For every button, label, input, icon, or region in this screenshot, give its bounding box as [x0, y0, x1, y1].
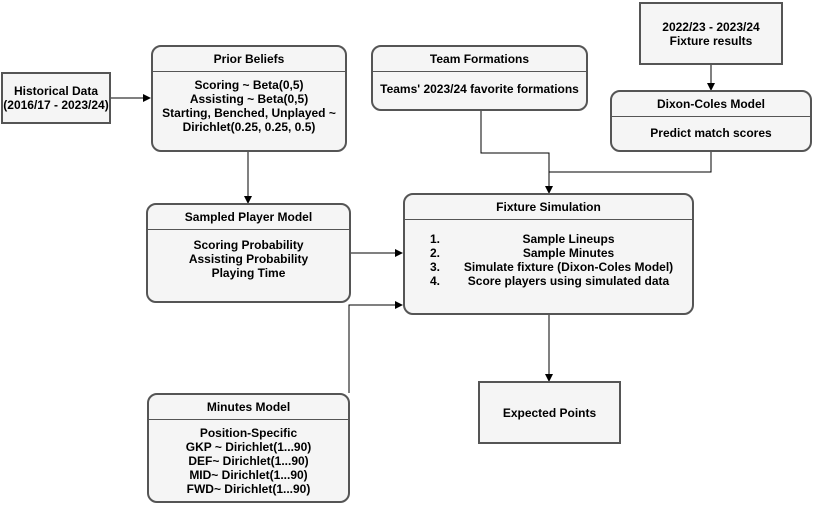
minutes-model-line: Position-Specific	[199, 426, 298, 440]
simulation-step-text: Sample Minutes	[522, 246, 615, 260]
simulation-step-text: Simulate fixture (Dixon-Coles Model)	[463, 260, 674, 274]
simulation-step: 1. Sample Lineups	[405, 232, 692, 246]
fixture-results-line1: 2022/23 - 2023/24	[662, 19, 760, 34]
arrow-minutes-to-simulation	[348, 301, 403, 393]
simulation-step-number: 4.	[430, 274, 441, 288]
simulation-step-number: 3.	[430, 260, 441, 274]
prior-beliefs-title: Prior Beliefs	[153, 47, 345, 72]
sampled-player-line: Assisting Probability	[188, 252, 309, 266]
minutes-model-line: DEF~ Dirichlet(1...90)	[188, 454, 309, 468]
team-formations-title: Team Formations	[373, 47, 586, 72]
dixon-coles-body: Predict match scores	[650, 126, 772, 140]
prior-beliefs-line: Assisting ~ Beta(0,5)	[189, 92, 309, 106]
minutes-model-line: GKP ~ Dirichlet(1...90)	[185, 440, 312, 454]
arrow-formations-to-simulation	[480, 111, 553, 194]
simulation-step-number: 2.	[430, 246, 441, 260]
team-formations-body: Teams' 2023/24 favorite formations	[380, 82, 579, 96]
minutes-model-box: Minutes Model Position-Specific GKP ~ Di…	[147, 393, 350, 503]
historical-data-line1: Historical Data	[13, 84, 99, 98]
simulation-step-text: Score players using simulated data	[467, 274, 670, 288]
prior-beliefs-box: Prior Beliefs Scoring ~ Beta(0,5) Assist…	[151, 45, 347, 152]
minutes-model-line: FWD~ Dirichlet(1...90)	[186, 482, 311, 496]
prior-beliefs-line: Dirichlet(0.25, 0.25, 0.5)	[182, 120, 316, 134]
simulation-step: 2. Sample Minutes	[405, 246, 692, 260]
minutes-model-title: Minutes Model	[149, 395, 348, 420]
sampled-player-title: Sampled Player Model	[148, 205, 349, 230]
dixon-coles-model-box: Dixon-Coles Model Predict match scores	[610, 90, 812, 152]
sampled-player-line: Playing Time	[211, 266, 286, 280]
dixon-coles-title: Dixon-Coles Model	[612, 92, 810, 117]
fixture-results-line2: Fixture results	[669, 33, 753, 48]
simulation-step: 3. Simulate fixture (Dixon-Coles Model)	[405, 260, 692, 274]
prior-beliefs-line: Scoring ~ Beta(0,5)	[194, 78, 304, 92]
expected-points-label: Expected Points	[502, 405, 597, 420]
historical-data-line2: (2016/17 - 2023/24)	[3, 98, 109, 112]
sampled-player-line: Scoring Probability	[193, 238, 304, 252]
simulation-step: 4. Score players using simulated data	[405, 274, 692, 288]
fixture-simulation-box: Fixture Simulation 1. Sample Lineups 2. …	[403, 193, 694, 315]
historical-data-box: Historical Data (2016/17 - 2023/24)	[1, 72, 111, 124]
simulation-step-number: 1.	[430, 232, 441, 246]
fixture-results-box: 2022/23 - 2023/24 Fixture results	[639, 2, 783, 65]
arrow-dixon-to-simulation	[549, 152, 712, 173]
fixture-simulation-title: Fixture Simulation	[405, 195, 692, 220]
simulation-step-text: Sample Lineups	[522, 232, 615, 246]
prior-beliefs-line: Starting, Benched, Unplayed ~	[162, 106, 336, 120]
minutes-model-line: MID~ Dirichlet(1...90)	[189, 468, 308, 482]
sampled-player-model-box: Sampled Player Model Scoring Probability…	[146, 203, 351, 303]
expected-points-box: Expected Points	[478, 381, 621, 444]
team-formations-box: Team Formations Teams' 2023/24 favorite …	[371, 45, 588, 111]
